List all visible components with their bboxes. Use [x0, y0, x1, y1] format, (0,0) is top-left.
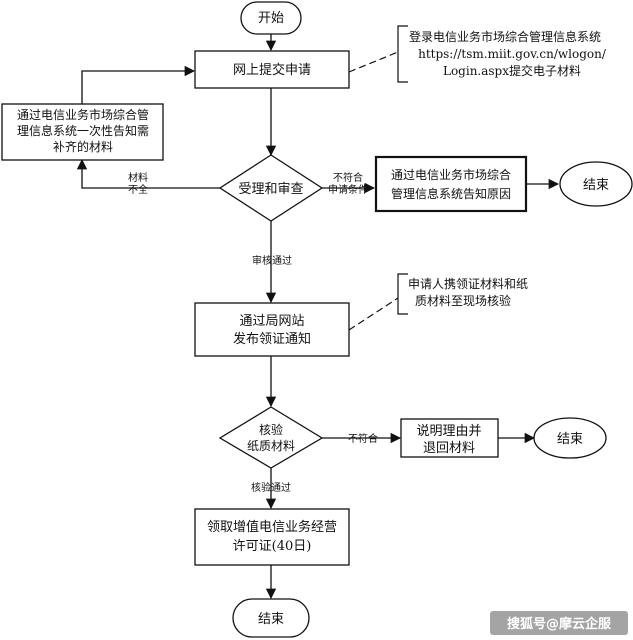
- node-reject-reason: [374, 155, 528, 213]
- watermark-backdrop: [490, 611, 628, 635]
- node-submit: [194, 50, 350, 89]
- edge-supplement-submit: [81, 65, 196, 104]
- edge-label-incomplete-2: 不全: [128, 183, 148, 196]
- bracket-login: [397, 25, 408, 83]
- node-start: [240, 1, 302, 35]
- node-verify: [218, 406, 324, 469]
- node-review: [218, 154, 324, 222]
- edge-label-approved: 审核通过: [252, 254, 292, 267]
- end1-label: 结束: [583, 178, 609, 193]
- bring-note-line1: 申请人携领证材料和纸: [408, 276, 528, 291]
- edge-label-notmeet-1: 不符合: [333, 171, 363, 184]
- edge-label-incomplete-1: 材料: [128, 171, 148, 184]
- supplement-line3: 补齐的材料: [53, 139, 113, 154]
- labels: 开始 网上提交申请 登录电信业务市场综合管理信息系统 https://tsm.m…: [17, 11, 609, 627]
- edge-label-mismatch: 不符合: [348, 432, 378, 445]
- explain-line1: 说明理由并: [416, 424, 481, 439]
- edge-review-supplement: [76, 158, 220, 189]
- node-publish: [194, 302, 350, 357]
- reject-line2: 管理信息系统告知原因: [391, 186, 511, 201]
- node-explain: [400, 418, 499, 458]
- submit-label: 网上提交申请: [233, 62, 311, 78]
- edge-label-notmeet-2: 申请条件: [328, 183, 368, 196]
- node-end1: [559, 161, 633, 207]
- license-line2: 许可证(40日): [233, 539, 312, 554]
- leader-login: [348, 51, 399, 73]
- connectors: [76, 34, 560, 600]
- leader-bring: [348, 297, 399, 331]
- login-note-line3: Login.aspx提交电子材料: [443, 63, 581, 78]
- watermark: 搜狐号@摩云企服: [490, 611, 628, 635]
- verify-line1: 核验: [259, 422, 283, 437]
- start-label: 开始: [258, 11, 284, 26]
- note-brackets: [397, 25, 408, 315]
- watermark-text: 搜狐号@摩云企服: [507, 616, 612, 632]
- verify-line2: 纸质材料: [247, 439, 295, 453]
- node-supplement: [1, 103, 164, 161]
- login-note-line1: 登录电信业务市场综合管理信息系统: [409, 29, 601, 44]
- annotation-leaders: [348, 51, 399, 331]
- node-end3: [232, 598, 310, 638]
- supplement-line1: 通过电信业务市场综合管: [17, 107, 149, 122]
- explain-line2: 退回材料: [423, 441, 475, 456]
- publish-line1: 通过局网站: [239, 314, 304, 329]
- node-license: [194, 508, 350, 566]
- end3-label: 结束: [258, 612, 284, 627]
- login-note-line2: https://tsm.miit.gov.cn/wlogon/: [418, 47, 607, 61]
- end2-label: 结束: [557, 432, 583, 447]
- review-label: 受理和审查: [238, 182, 303, 197]
- publish-line2: 发布领证通知: [233, 331, 311, 347]
- bring-note-line2: 质材料至现场核验: [415, 293, 511, 308]
- node-end2: [533, 417, 607, 459]
- edge-label-verified: 核验通过: [251, 481, 291, 494]
- bracket-bring: [397, 273, 408, 315]
- license-line1: 领取增值电信业务经营: [207, 519, 337, 535]
- reject-line1: 通过电信业务市场综合: [391, 167, 511, 182]
- supplement-line2: 理信息系统一次性告知需: [17, 123, 149, 138]
